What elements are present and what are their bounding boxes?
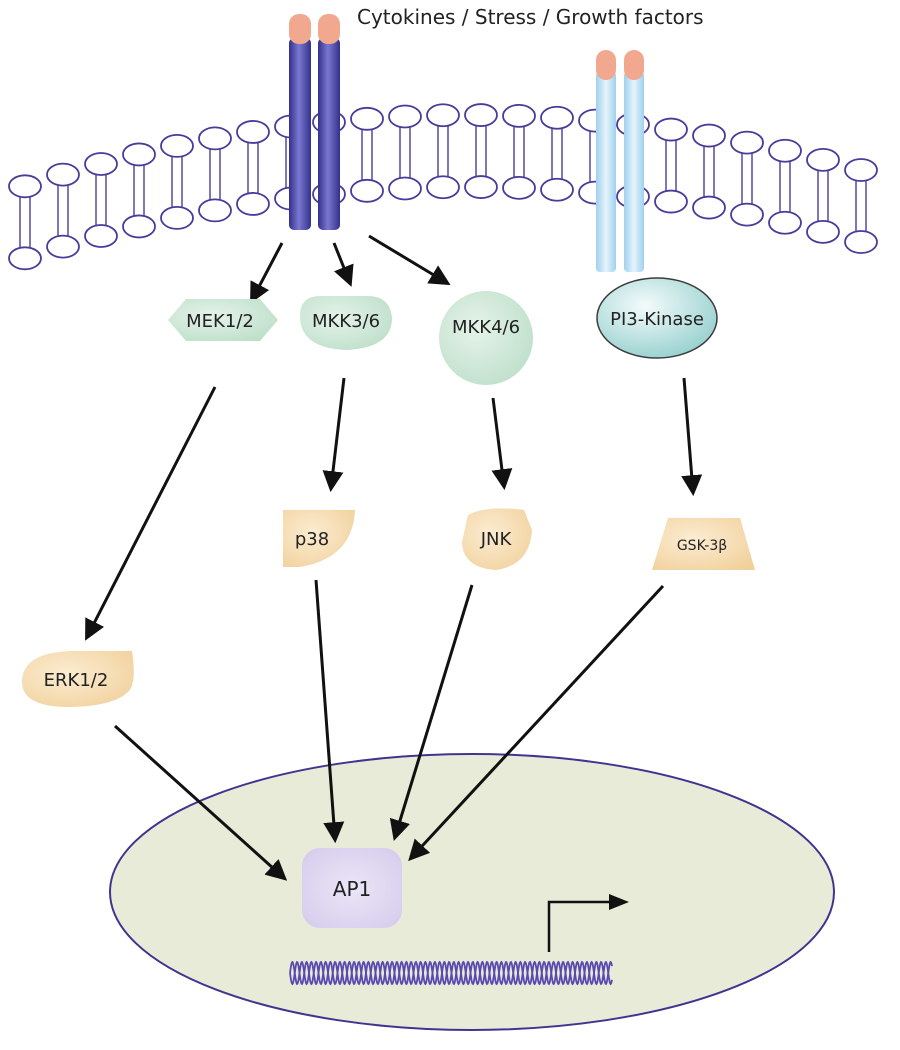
- lipid-head: [730, 130, 764, 155]
- lipid-head: [464, 175, 498, 199]
- lipid-head: [236, 192, 270, 216]
- stimulus-label: Cytokines / Stress / Growth factors: [357, 5, 704, 29]
- lipid-head: [806, 147, 840, 172]
- erk-node: ERK1/2: [22, 650, 134, 707]
- dna-strand-1: [289, 960, 613, 986]
- gsk-label: GSK-3β: [677, 538, 727, 554]
- arrow-jnk-to-ap1: [389, 584, 474, 842]
- nucleus: [109, 753, 835, 1031]
- cell-membrane: [8, 103, 878, 271]
- lipid-head: [46, 162, 80, 187]
- lipid-head: [844, 230, 878, 254]
- lipid-head: [844, 158, 878, 182]
- lipid-head: [198, 198, 232, 223]
- lipid-head: [768, 210, 802, 235]
- dna-helix: [289, 960, 613, 986]
- lipid-head: [692, 195, 726, 220]
- lipid-head: [236, 120, 270, 144]
- lipid-head: [122, 214, 156, 239]
- lipid-head: [84, 152, 118, 176]
- jnk-label: JNK: [480, 529, 513, 550]
- arrow-p38-to-ap1: [314, 579, 345, 844]
- lipid-head: [8, 246, 42, 271]
- lipid-head: [654, 117, 688, 142]
- pathway-arrows: [85, 234, 703, 881]
- mkk36-label: MKK3/6: [312, 311, 380, 332]
- arrow-mkk36-to-p38: [322, 377, 346, 493]
- p38-label: p38: [295, 529, 329, 550]
- lipid-head: [198, 126, 232, 151]
- lipid-head: [502, 175, 536, 200]
- lipid-head: [540, 177, 574, 202]
- lipid-head: [350, 178, 384, 203]
- lipid-head: [350, 106, 384, 131]
- lipid-head: [46, 234, 80, 259]
- mek-node: MEK1/2: [168, 299, 278, 341]
- arrow-receptor-to-mkk46: [368, 234, 451, 286]
- erk-label: ERK1/2: [44, 670, 109, 691]
- lipid-head: [388, 104, 422, 129]
- pi3k-label: PI3-Kinase: [610, 309, 704, 330]
- receptor-light: [596, 50, 644, 272]
- arrow-pi3k-to-gsk: [681, 377, 703, 497]
- p38-node: p38: [283, 510, 355, 567]
- lipid-head: [160, 206, 194, 230]
- mek-label: MEK1/2: [186, 311, 254, 332]
- arrow-receptor-to-mek: [250, 242, 284, 304]
- ap1-node: AP1: [302, 848, 402, 928]
- lipid-head: [730, 202, 764, 227]
- lipid-head: [426, 175, 460, 200]
- lipid-head: [540, 105, 574, 130]
- lipid-head: [806, 219, 840, 244]
- lipid-head: [464, 103, 498, 127]
- arrow-erk-to-ap1: [113, 724, 288, 881]
- pi3k-node: PI3-Kinase: [596, 277, 718, 359]
- lipid-head: [388, 176, 422, 201]
- lipid-head: [768, 138, 802, 163]
- jnk-node: JNK: [462, 508, 532, 570]
- lipid-head: [8, 174, 42, 199]
- arrow-receptor-to-mkk36: [332, 242, 354, 287]
- lipid-head: [654, 189, 688, 214]
- receptor-dark: [289, 14, 340, 230]
- lipid-head: [426, 103, 460, 128]
- lipid-head: [502, 103, 536, 128]
- arrow-mek-to-erk: [85, 386, 217, 641]
- gsk-node: GSK-3β: [652, 518, 755, 570]
- lipid-head: [160, 134, 194, 158]
- arrow-gsk-to-ap1: [408, 584, 665, 862]
- transcription-start-arrow: [547, 894, 629, 952]
- arrow-mkk46-to-jnk: [491, 397, 513, 491]
- mkk36-node: MKK3/6: [300, 296, 392, 350]
- lipid-head: [122, 142, 156, 167]
- ap1-label: AP1: [333, 877, 371, 901]
- lipid-head: [84, 224, 118, 248]
- lipid-head: [692, 123, 726, 148]
- mkk46-label: MKK4/6: [452, 317, 520, 338]
- dna-strand-2: [289, 960, 613, 986]
- mkk46-node: MKK4/6: [439, 291, 533, 385]
